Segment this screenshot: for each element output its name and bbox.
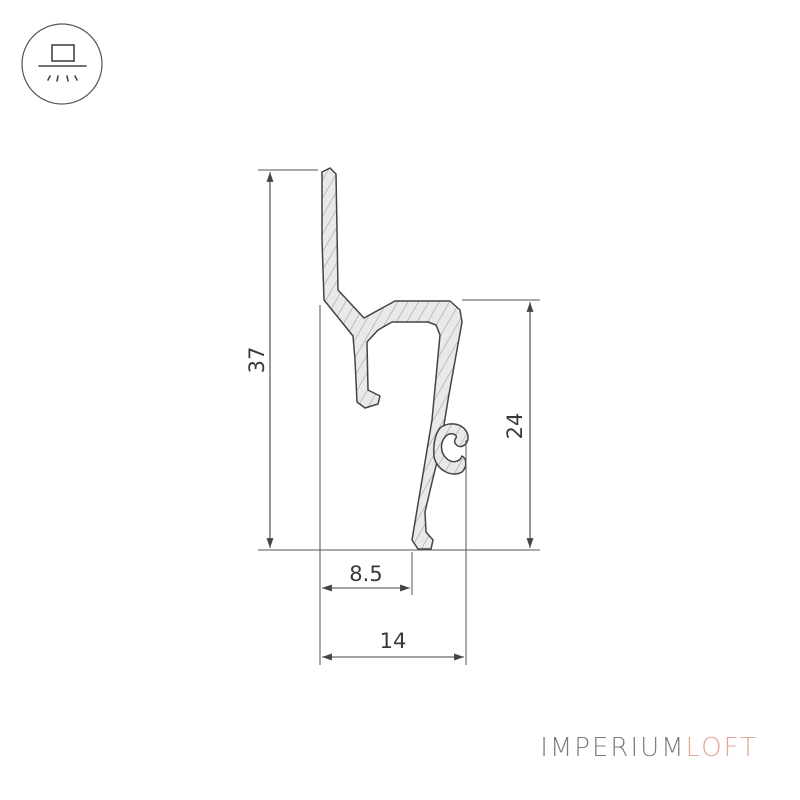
brand-logo: IMPERIUMLOFT	[540, 733, 758, 763]
ceiling-light-icon	[38, 44, 87, 82]
dimension-lines	[266, 172, 534, 661]
dim-label-24: 24	[503, 413, 527, 440]
dim-label-8-5: 8.5	[349, 562, 382, 586]
screw-channel	[433, 423, 469, 475]
mounting-type-badge	[21, 23, 103, 105]
extension-lines	[258, 169, 540, 665]
profile-section	[321, 167, 463, 550]
brand-logo-part2: LOFT	[685, 733, 758, 763]
dim-label-37: 37	[245, 347, 269, 374]
dim-label-14: 14	[380, 629, 407, 653]
brand-logo-part1: IMPERIUM	[540, 733, 686, 763]
